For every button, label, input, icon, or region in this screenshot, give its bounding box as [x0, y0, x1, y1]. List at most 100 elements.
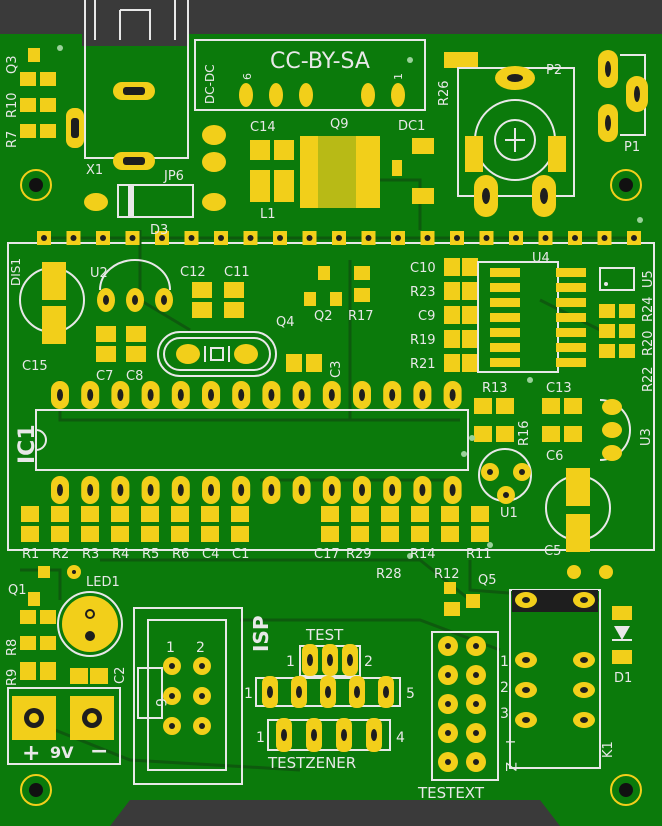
- k1-relay: [509, 589, 601, 769]
- resistor-pad: [141, 526, 159, 542]
- header-pad-hole: [365, 235, 372, 241]
- header5-pad-hole: [325, 686, 331, 698]
- r17-label: R17: [348, 309, 374, 324]
- dcdc-module: [194, 39, 426, 111]
- test-jumper: [299, 644, 361, 677]
- ic1-pad-hole: [449, 389, 456, 401]
- isp-pin6-label: 6: [152, 698, 168, 707]
- r7-label: R7: [5, 131, 20, 148]
- r9-label: R9: [5, 669, 20, 686]
- ic1-pad-hole: [328, 389, 335, 401]
- testext-pad-hole: [473, 759, 479, 765]
- jp6-label: JP6: [163, 169, 184, 184]
- d3-label: D3: [150, 223, 168, 238]
- header-pad-hole: [306, 235, 313, 241]
- r23-label: R23: [410, 285, 436, 300]
- u4-pad: [490, 283, 520, 292]
- header-pad-hole: [513, 235, 519, 241]
- r12-label: R12: [434, 567, 460, 582]
- ic1-pad-hole: [177, 484, 184, 496]
- resistor-pad: [381, 526, 399, 542]
- testzener-pad-hole: [311, 729, 317, 741]
- x1-crystal: [113, 82, 155, 170]
- d1-diode: [612, 606, 632, 664]
- c7-label: C7: [96, 369, 113, 384]
- five-pin-header: [255, 676, 401, 708]
- resistor-pad: [351, 526, 369, 542]
- ic1-dip: [35, 381, 469, 504]
- r3-label: R3: [82, 547, 99, 562]
- vias: [57, 45, 643, 559]
- header-pad-hole: [277, 235, 283, 241]
- k1-pin3-label: 3: [500, 706, 509, 722]
- q3-r10-r7-pads: [20, 48, 84, 148]
- dcdc-pin1-label: 1: [392, 73, 405, 80]
- ic1-pad-hole: [238, 389, 245, 401]
- lower-section-outline: [7, 242, 655, 551]
- isp-connector: [133, 607, 243, 785]
- p2-potentiometer: [444, 52, 575, 217]
- led1-label: LED1: [86, 575, 120, 590]
- c14-l1-q9: [250, 136, 434, 208]
- resistor-pad: [231, 526, 249, 542]
- ic1-pad-hole: [268, 484, 275, 496]
- p1-connector: [598, 50, 648, 142]
- header-pad-hole: [454, 235, 460, 241]
- k1-label: K1: [601, 741, 616, 758]
- u4-pad: [490, 343, 520, 352]
- resistor-pad: [201, 506, 219, 522]
- r29-label: R29: [346, 547, 372, 562]
- u4-pad: [556, 283, 586, 292]
- testext-pad-hole: [445, 759, 451, 765]
- c4-label: C4: [202, 547, 219, 562]
- dcdc-label: DC-DC: [203, 64, 217, 104]
- header-pad-hole: [188, 235, 195, 241]
- u4-pad: [556, 343, 586, 352]
- header-row: [37, 231, 641, 245]
- smd-pad: [444, 354, 460, 372]
- c2-label: C2: [113, 667, 128, 684]
- resistor-pad: [171, 506, 189, 522]
- dis1-label: DIS1: [9, 258, 23, 286]
- ic1-pad-hole: [359, 484, 365, 496]
- r5-label: R5: [142, 547, 159, 562]
- r26-label: R26: [437, 80, 452, 106]
- isp-pad-hole: [199, 663, 205, 669]
- resistor-pad: [81, 506, 99, 522]
- r13-label: R13: [482, 381, 508, 396]
- r6-label: R6: [172, 547, 189, 562]
- bottom-resistor-row: [21, 506, 489, 542]
- dcdc-pin6-label: 6: [241, 73, 254, 80]
- ic1-pad-hole: [117, 484, 124, 496]
- smd-pad: [444, 306, 460, 324]
- c13-label: C13: [546, 381, 572, 396]
- test-label: TEST: [305, 626, 344, 644]
- testext-pad-hole: [445, 701, 451, 707]
- u4-pad: [490, 268, 520, 277]
- u3-label: U3: [639, 428, 654, 446]
- testzener-pad-hole: [281, 729, 287, 741]
- silkscreen-text: CC-BY-SA DC-DC 6 1 DC1 Q3 R10 R7 X1 JP6 …: [5, 49, 656, 802]
- u4-pad: [490, 358, 520, 367]
- ic1-pad-hole: [87, 484, 94, 496]
- r21-label: R21: [410, 357, 436, 372]
- battery-plus-label: +: [22, 741, 40, 766]
- jp6-d3: [84, 125, 226, 218]
- isp-pad-hole: [169, 723, 175, 729]
- testzener-pad-hole: [371, 729, 377, 741]
- c1-label: C1: [232, 547, 249, 562]
- ic1-pad-hole: [87, 389, 94, 401]
- relay-pad-hole: [580, 597, 588, 603]
- ic1-pad-hole: [208, 484, 214, 496]
- r2-label: R2: [52, 547, 69, 562]
- q2-label: Q2: [314, 309, 333, 324]
- header5-pin1-label: 1: [244, 686, 253, 702]
- testext-pad-hole: [473, 730, 479, 736]
- testext-z-label: Z: [502, 762, 518, 772]
- ic1-pad-hole: [57, 484, 63, 496]
- r14-label: R14: [410, 547, 436, 562]
- q4-crystal: [157, 331, 277, 377]
- relay-pad-hole: [522, 687, 530, 693]
